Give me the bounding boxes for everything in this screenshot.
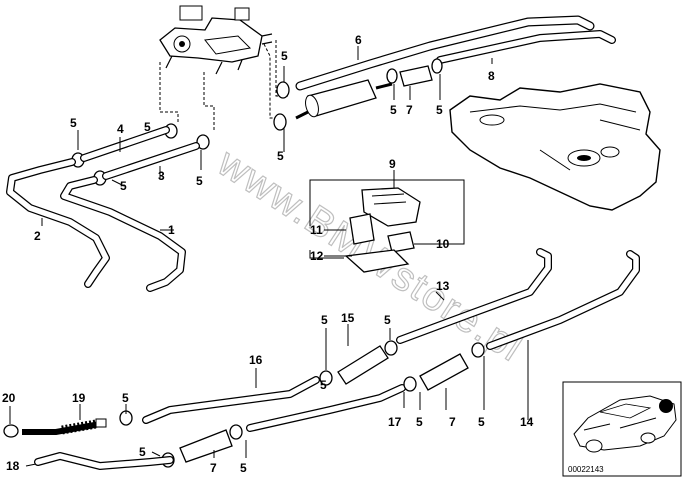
fuel-tank [449, 83, 661, 211]
callout-5o: 5 [478, 415, 485, 429]
car-location-inset: 00022143 [562, 381, 682, 477]
callout-5c: 5 [120, 179, 127, 193]
callout-16: 16 [249, 353, 263, 367]
callout-7a: 7 [406, 103, 413, 117]
callout-5n: 5 [416, 415, 423, 429]
callout-5e: 5 [281, 49, 288, 63]
line-16 [142, 376, 320, 424]
callout-5i: 5 [321, 313, 328, 327]
line-13 [396, 248, 552, 344]
callout-5f: 5 [277, 149, 284, 163]
bracket-group [309, 179, 465, 273]
diagram-id: 00022143 [568, 465, 604, 474]
callout-8: 8 [488, 69, 495, 83]
callout-5k: 5 [122, 391, 129, 405]
callout-10: 10 [436, 237, 450, 251]
clamps-lower [119, 340, 485, 468]
callout-5b: 5 [144, 120, 151, 134]
line-17 [246, 384, 406, 432]
clip-20 [3, 424, 19, 438]
hose-7-mid [419, 353, 469, 391]
line-18 [34, 452, 174, 470]
callout-7b: 7 [449, 415, 456, 429]
callout-5g: 5 [390, 103, 397, 117]
canister-valve-assembly [159, 5, 290, 130]
fuel-filter [295, 79, 393, 120]
location-marker-icon [659, 399, 673, 413]
vent-line-2 [6, 158, 110, 288]
callout-5j: 5 [384, 313, 391, 327]
vent-line-3 [102, 142, 200, 180]
callout-15: 15 [341, 311, 355, 325]
callout-2: 2 [34, 229, 41, 243]
callout-4: 4 [117, 122, 124, 136]
line-14 [486, 250, 640, 350]
vent-line-1 [60, 176, 186, 292]
hose-15 [337, 345, 389, 385]
vent-line-4 [80, 126, 170, 162]
callout-5h: 5 [436, 103, 443, 117]
callout-5p: 5 [320, 378, 327, 392]
callout-18: 18 [6, 459, 20, 473]
callout-9: 9 [389, 157, 396, 171]
callout-17: 17 [388, 415, 402, 429]
hose-7-lower [179, 429, 233, 463]
callout-5a: 5 [70, 116, 77, 130]
line-19 [22, 418, 107, 435]
callout-5m: 5 [240, 461, 247, 475]
callout-5d: 5 [196, 174, 203, 188]
pipe-6 [295, 15, 595, 91]
callout-7c: 7 [210, 461, 217, 475]
callout-14: 14 [520, 415, 534, 429]
callout-11: 11 [310, 223, 323, 237]
callouts: 1 2 3 4 5 5 5 5 5 5 5 5 5 5 5 5 5 5 5 5 … [2, 33, 534, 475]
pipe-8 [436, 30, 616, 64]
callout-19: 19 [72, 391, 86, 405]
callout-20: 20 [2, 391, 16, 405]
callout-6: 6 [355, 33, 362, 47]
callout-12: 12 [310, 249, 324, 263]
leader-lines [9, 46, 529, 467]
callout-5l: 5 [139, 445, 146, 459]
callout-13: 13 [436, 279, 450, 293]
hose-7-upper [399, 65, 433, 87]
callout-1: 1 [168, 223, 175, 237]
callout-3: 3 [158, 169, 165, 183]
